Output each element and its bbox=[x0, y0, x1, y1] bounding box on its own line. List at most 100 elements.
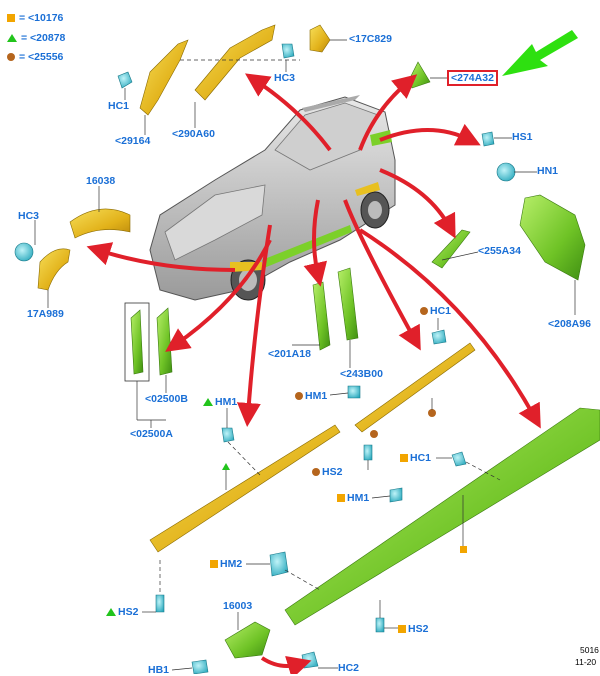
callout-hc3-top[interactable]: HC3 bbox=[274, 72, 296, 84]
arrow-to-hs1 bbox=[379, 123, 481, 146]
callout-201A18[interactable]: <201A18 bbox=[268, 348, 311, 360]
orange-square-icon bbox=[7, 14, 15, 22]
clip-hs2-left bbox=[155, 594, 165, 613]
clip-hs1 bbox=[481, 131, 495, 147]
part-290A60 bbox=[194, 24, 276, 101]
part-17A989 bbox=[37, 248, 71, 291]
clip-hc1-top bbox=[117, 71, 133, 89]
clip-hm1-mid bbox=[347, 385, 361, 399]
callout-hb1[interactable]: HB1 bbox=[148, 664, 170, 676]
arrow-to-243B00 bbox=[343, 199, 421, 351]
arrow-to-201A18 bbox=[303, 199, 328, 287]
callout-text: HM1 bbox=[347, 492, 370, 504]
vehicle-illustration bbox=[149, 95, 396, 301]
arrow-to-hc2 bbox=[260, 655, 312, 674]
part-201A18 bbox=[312, 281, 331, 351]
arrow-to-255A34 bbox=[379, 168, 456, 239]
callout-255A34[interactable]: <255A34 bbox=[478, 245, 521, 257]
callout-hc1-right[interactable]: HC1 bbox=[400, 452, 431, 464]
green-triangle-icon bbox=[106, 608, 116, 617]
callout-text: HS2 bbox=[408, 623, 429, 635]
callout-17C829[interactable]: <17C829 bbox=[349, 33, 392, 45]
green-pointer-arrow bbox=[502, 30, 578, 76]
clip-hs2-mid bbox=[363, 444, 373, 461]
callout-16003[interactable]: 16003 bbox=[223, 600, 253, 612]
callout-02500B[interactable]: <02500B bbox=[145, 393, 188, 405]
callout-hm2[interactable]: HM2 bbox=[210, 558, 242, 570]
clip-hc3-top bbox=[281, 43, 295, 59]
clip-hn1 bbox=[496, 162, 516, 182]
callout-hm1-left[interactable]: HM1 bbox=[203, 396, 237, 408]
callout-hs2-left[interactable]: HS2 bbox=[106, 606, 138, 618]
part-16003 bbox=[224, 621, 271, 659]
callout-29164[interactable]: <29164 bbox=[115, 135, 151, 147]
callout-hc1-mid[interactable]: HC1 bbox=[420, 305, 451, 317]
arrow-to-rocker-left bbox=[236, 224, 272, 427]
brown-circle-icon bbox=[295, 392, 303, 401]
callout-text: HM1 bbox=[215, 396, 238, 408]
brown-circle-icon bbox=[312, 468, 320, 477]
part-02500B bbox=[156, 307, 173, 376]
callout-hs2-mid[interactable]: HS2 bbox=[312, 466, 342, 478]
callout-hc2[interactable]: HC2 bbox=[338, 662, 360, 674]
callout-hs1[interactable]: HS1 bbox=[512, 131, 533, 143]
part-rocker-green bbox=[284, 407, 600, 626]
arrow-to-290A60 bbox=[245, 73, 332, 152]
legend-text: = <25556 bbox=[19, 51, 64, 63]
orange-square-icon bbox=[400, 454, 408, 463]
callout-text: HS2 bbox=[322, 466, 343, 478]
clip-hm1-right bbox=[389, 487, 403, 503]
orange-square-icon bbox=[210, 560, 218, 569]
callout-16038[interactable]: 16038 bbox=[86, 175, 116, 187]
part-208A96 bbox=[519, 194, 586, 281]
callout-text: HC1 bbox=[410, 452, 432, 464]
part-16038 bbox=[69, 208, 131, 239]
callout-text: HS2 bbox=[118, 606, 139, 618]
arrow-to-rocker-green bbox=[358, 228, 541, 429]
orange-square-icon bbox=[337, 494, 345, 503]
callout-243B00[interactable]: <243B00 bbox=[340, 368, 383, 380]
part-rocker-yellow-left bbox=[149, 424, 341, 553]
part-29164 bbox=[139, 39, 189, 116]
callout-274A32-highlighted[interactable]: <274A32 bbox=[447, 70, 498, 86]
callout-208A96[interactable]: <208A96 bbox=[548, 318, 591, 330]
callout-290A60[interactable]: <290A60 bbox=[172, 128, 215, 140]
callout-text: HC1 bbox=[430, 305, 452, 317]
part-17C829 bbox=[309, 24, 331, 53]
arrow-to-274A32 bbox=[358, 74, 418, 151]
clip-hs2-right bbox=[375, 617, 385, 633]
brown-circle-icon bbox=[420, 307, 428, 316]
clip-hc1-right bbox=[451, 451, 467, 467]
callout-hc1-top[interactable]: HC1 bbox=[108, 100, 130, 112]
callout-hs2-right[interactable]: HS2 bbox=[398, 623, 428, 635]
clip-hc2 bbox=[301, 651, 319, 669]
clip-hm2 bbox=[269, 551, 289, 577]
callout-hm1-right[interactable]: HM1 bbox=[337, 492, 369, 504]
callout-text: HM1 bbox=[305, 390, 328, 402]
callout-text: HM2 bbox=[220, 558, 243, 570]
brown-circle-icon bbox=[7, 53, 15, 61]
arrow-to-02500B bbox=[165, 239, 272, 352]
clip-hb1 bbox=[191, 659, 209, 674]
legend-item-10176: = <10176 bbox=[7, 12, 63, 24]
legend-item-25556: = <25556 bbox=[7, 51, 63, 63]
clip-hc3-left bbox=[14, 242, 34, 262]
green-triangle-icon bbox=[7, 34, 17, 42]
part-243B00 bbox=[337, 267, 359, 341]
callout-hc3-left[interactable]: HC3 bbox=[18, 210, 40, 222]
clip-hm1-left bbox=[221, 427, 235, 443]
clip-hc1-mid bbox=[431, 329, 447, 345]
callout-17A989[interactable]: 17A989 bbox=[27, 308, 64, 320]
callout-02500A[interactable]: <02500A bbox=[130, 428, 173, 440]
figure-ref-line1: 5016 bbox=[580, 645, 599, 655]
part-255A34 bbox=[431, 229, 471, 269]
green-triangle-icon bbox=[203, 398, 213, 407]
arrow-to-16038 bbox=[86, 242, 236, 272]
legend-text: = <20878 bbox=[21, 32, 66, 44]
part-274A32 bbox=[409, 61, 431, 89]
callout-hm1-mid[interactable]: HM1 bbox=[295, 390, 327, 402]
callout-hn1[interactable]: HN1 bbox=[537, 165, 559, 177]
legend-item-20878: = <20878 bbox=[7, 32, 65, 44]
